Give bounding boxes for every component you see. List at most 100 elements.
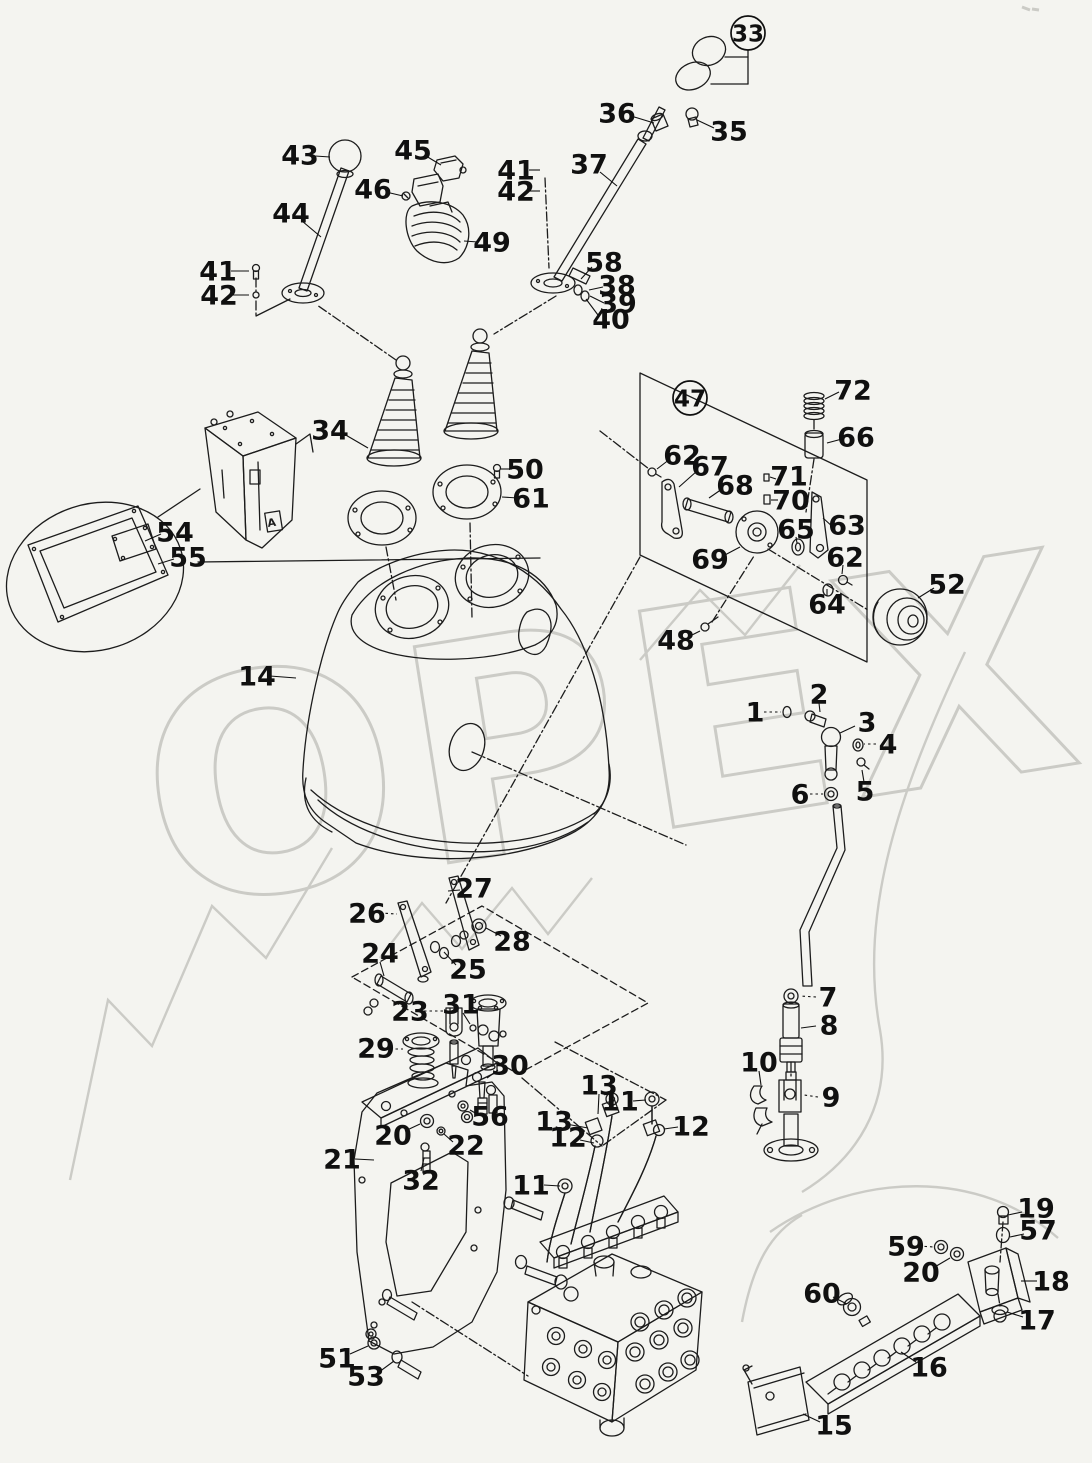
part-linkage-box-47 [639, 372, 868, 663]
leader-line-21 [354, 1158, 375, 1161]
leader-line-13 [597, 1093, 600, 1115]
callout-45: 45 [394, 136, 432, 167]
callout-number-26: 26 [348, 899, 386, 930]
callout-50: 50 [506, 455, 544, 486]
callout-13: 13 [535, 1107, 573, 1138]
callout-7: 7 [819, 983, 838, 1014]
leader-line-7 [799, 995, 817, 998]
callout-number-50: 50 [506, 455, 544, 486]
callout-55: 55 [169, 543, 207, 574]
watermark-zigzag-right [639, 564, 801, 661]
callout-47: 47 [672, 380, 708, 416]
leader-line-46 [385, 191, 404, 197]
callout-29: 29 [357, 1034, 395, 1065]
callout-51: 51 [318, 1344, 356, 1375]
callout-number-18: 18 [1032, 1267, 1070, 1298]
callout-20: 20 [902, 1258, 940, 1289]
callout-15: 15 [815, 1411, 853, 1442]
callout-number-57: 57 [1019, 1216, 1057, 1247]
leader-line-52 [917, 587, 935, 599]
callout-number-23: 23 [391, 997, 429, 1028]
callout-53: 53 [347, 1362, 385, 1393]
callout-number-47: 47 [674, 386, 706, 412]
leader-line-54 [144, 533, 162, 542]
leader-line-63 [822, 517, 835, 529]
callout-11: 11 [512, 1171, 550, 1202]
watermark-curve-bottom [769, 1185, 1059, 1239]
callout-20: 20 [374, 1121, 412, 1152]
leader-line-3 [839, 725, 856, 734]
callout-number-28: 28 [493, 927, 531, 958]
callout-59: 59 [887, 1232, 925, 1263]
leader-line-35 [696, 119, 715, 129]
watermark-text: OPEX [118, 486, 1092, 978]
callout-2: 2 [810, 680, 829, 711]
callout-number-53: 53 [347, 1362, 385, 1393]
callout-number-20: 20 [374, 1121, 412, 1152]
callout-number-69: 69 [691, 545, 729, 576]
part-floor-plate-inset [5, 501, 185, 653]
leader-line-60 [832, 1296, 848, 1305]
callout-62: 62 [663, 441, 701, 472]
callout-number-46: 46 [354, 175, 392, 206]
callout-69: 69 [691, 545, 729, 576]
callout-number-22: 22 [447, 1131, 485, 1162]
callout-number-29: 29 [357, 1034, 395, 1065]
callout-41: 41 [497, 156, 535, 187]
watermark-zigzag-left [68, 847, 334, 1181]
callout-1: 1 [746, 698, 765, 729]
callout-number-25: 25 [449, 955, 487, 986]
callout-number-60: 60 [803, 1279, 841, 1310]
part-drum-52 [872, 588, 928, 646]
leader-line-40 [585, 298, 599, 316]
callout-72: 72 [834, 376, 872, 407]
callout-number-35: 35 [710, 117, 748, 148]
callout-number-33: 33 [732, 21, 764, 47]
callout-number-17: 17 [1018, 1306, 1056, 1337]
callout-number-68: 68 [716, 471, 754, 502]
callout-number-61: 61 [512, 484, 550, 515]
callout-number-8: 8 [820, 1011, 839, 1042]
watermark-curl [740, 1213, 803, 1323]
callout-number-64: 64 [808, 590, 846, 621]
leader-line-32 [420, 1157, 425, 1172]
callout-24: 24 [361, 939, 399, 970]
part-joint-1-6 [782, 705, 870, 987]
callout-number-65: 65 [777, 515, 815, 546]
callout-number-4: 4 [879, 730, 898, 761]
callout-number-14: 14 [238, 662, 276, 693]
callout-number-30: 30 [491, 1051, 529, 1082]
callout-number-51: 51 [318, 1344, 356, 1375]
callout-3: 3 [858, 708, 877, 739]
callout-60: 60 [803, 1279, 841, 1310]
leader-line-62 [656, 458, 671, 470]
callout-number-9: 9 [822, 1083, 841, 1114]
leader-line-36 [630, 115, 655, 124]
callout-number-44: 44 [272, 199, 310, 230]
callout-number-40: 40 [592, 305, 630, 336]
callout-8: 8 [820, 1011, 839, 1042]
callout-number-63: 63 [828, 511, 866, 542]
callout-11: 11 [601, 1087, 639, 1118]
callout-number-62: 62 [663, 441, 701, 472]
leader-lines [144, 115, 1037, 1423]
callout-number-21: 21 [323, 1145, 361, 1176]
leader-line-19 [1007, 1211, 1023, 1216]
callout-number-19: 19 [1017, 1194, 1055, 1225]
callout-number-12: 12 [549, 1123, 587, 1154]
callout-number-10: 10 [740, 1048, 778, 1079]
callout-number-55: 55 [169, 543, 207, 574]
part-cluster-23-32 [361, 994, 507, 1174]
leader-line-43 [314, 155, 331, 158]
part-lever-right [530, 35, 749, 302]
leader-line-11 [632, 1099, 647, 1102]
callout-number-1: 1 [746, 698, 765, 729]
leader-line-12 [663, 1126, 679, 1130]
leader-line-53 [378, 1360, 395, 1373]
leader-line-5 [861, 769, 865, 783]
callout-circle-33 [730, 15, 766, 51]
part-console-cover [302, 543, 611, 860]
leader-line-67 [678, 470, 698, 488]
callout-13: 13 [580, 1071, 618, 1102]
